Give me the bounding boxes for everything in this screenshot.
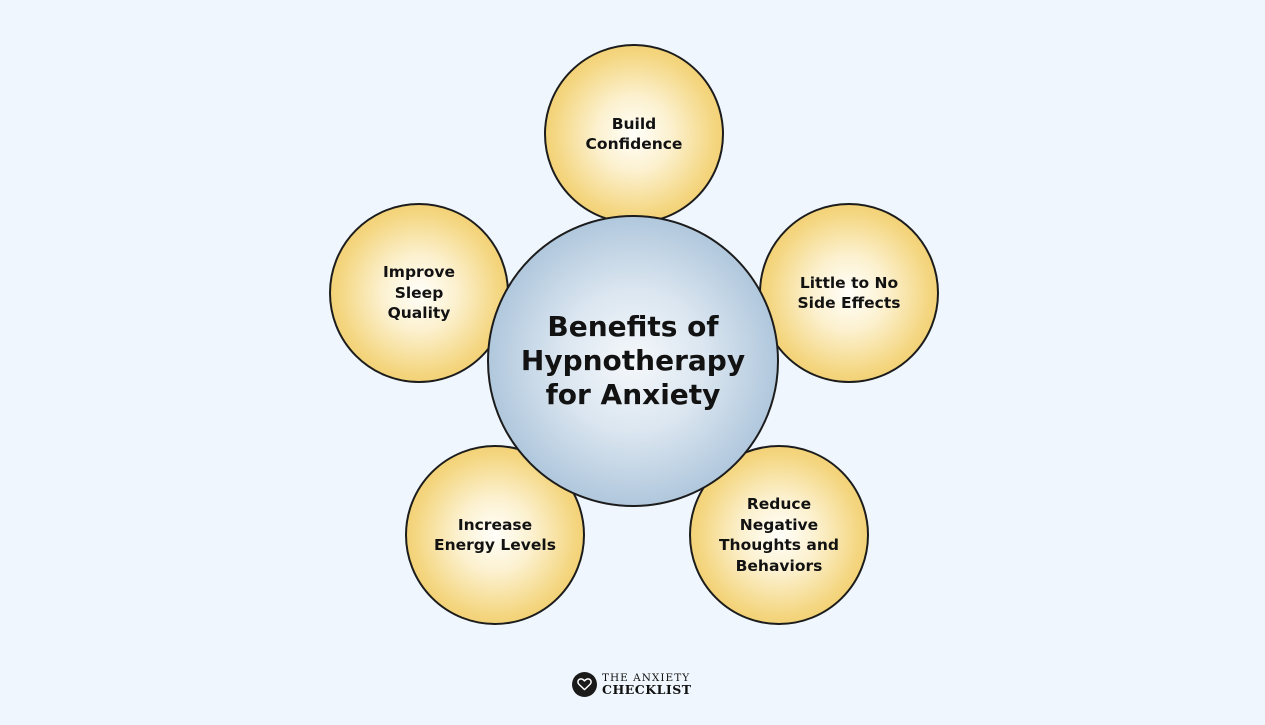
benefit-label: Improve Sleep Quality [383,263,455,323]
brand-wordmark: THE ANXIETY CHECKLIST [602,672,692,696]
brand-logo-block: THE ANXIETY CHECKLIST [572,670,692,698]
benefit-circle-side-effects: Little to No Side Effects [759,203,939,383]
benefit-label: Build Confidence [585,114,683,154]
brand-line-2: CHECKLIST [602,682,692,697]
benefit-circle-build-confidence: Build Confidence [544,44,724,224]
center-circle: Benefits of Hypnotherapy for Anxiety [487,215,779,507]
benefit-label: Increase Energy Levels [434,515,556,555]
brand-line-1: THE ANXIETY [602,672,691,684]
benefit-label: Reduce Negative Thoughts and Behaviors [718,495,840,575]
center-title: Benefits of Hypnotherapy for Anxiety [520,310,746,411]
benefit-label: Little to No Side Effects [797,273,901,313]
heart-icon [572,671,597,697]
benefit-circle-reduce-negative-thoughts: Reduce Negative Thoughts and Behaviors [689,445,869,625]
benefit-circle-improve-sleep: Improve Sleep Quality [329,203,509,383]
